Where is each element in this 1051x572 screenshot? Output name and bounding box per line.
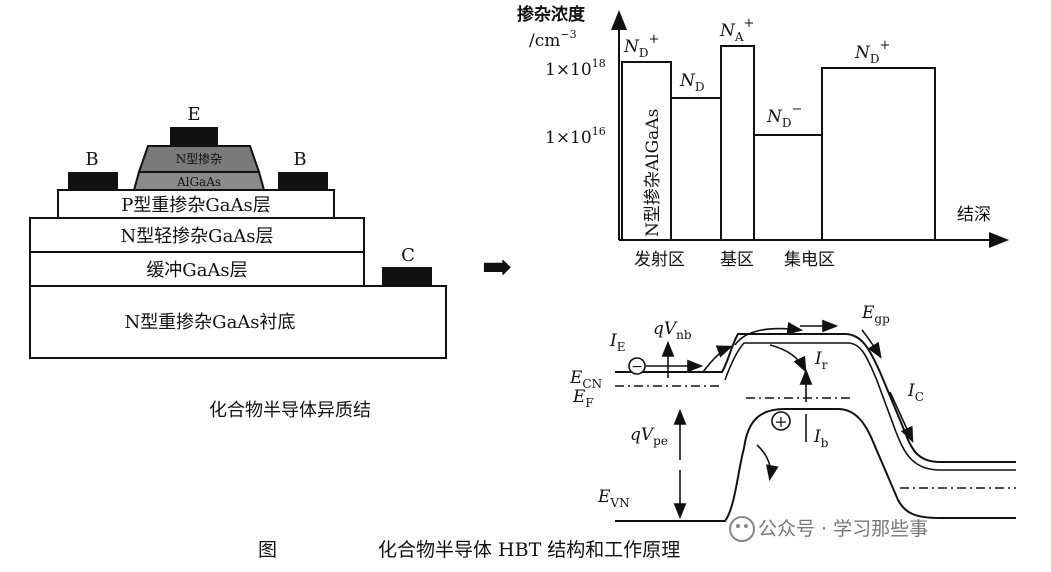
collector-drift-arrow: [889, 391, 914, 443]
doping-profile: [621, 45, 936, 240]
injection-arrow-2: [734, 321, 804, 346]
ecn-label: ECN: [569, 368, 602, 391]
hbt-structure: N型重掺杂GaAs衬底 缓冲GaAs层 N型轻掺杂GaAs层 P型重掺杂GaAs…: [29, 104, 447, 421]
electron-sign: −: [631, 359, 643, 375]
emitter-contact: [170, 127, 218, 146]
ir-label: Ir: [814, 349, 828, 372]
substrate-label: N型重掺杂GaAs衬底: [124, 312, 295, 333]
n-heavy-top-layer: [137, 145, 261, 173]
hole-back-injection-arrow: [756, 444, 779, 482]
tick-label-1e16: 1×1016: [545, 125, 606, 148]
ie-label: IE: [609, 331, 625, 354]
band-diagram: qVnb − IE ECN EF qVpe EVN Ir + Ib Egp: [569, 303, 1016, 522]
watermark-text: 公众号 · 学习那些事: [758, 518, 928, 540]
qvpe-label: qVpe: [630, 425, 668, 448]
tick-label-1e18: 1×1018: [545, 57, 606, 80]
label-nd-subemitter: ND: [679, 71, 705, 94]
label-nd-plus-emitter: ND+: [623, 32, 659, 60]
ib-label: Ib: [813, 427, 829, 450]
right-arrow-icon: ➡: [482, 247, 512, 288]
emitter-doping-label: N型掺杂AlGaAs: [643, 109, 663, 237]
hole-sign: +: [774, 412, 787, 431]
wechat-logo-icon: [729, 516, 755, 542]
doping-chart: 掺杂浓度 /cm−3 1×1018 1×1016 N型掺杂AlGaAs ND+ …: [517, 4, 1009, 270]
hole-icon: [771, 411, 791, 431]
algaas-label: AlGaAs: [176, 175, 221, 189]
base-contact-left-label: B: [85, 149, 98, 170]
structure-caption: 化合物半导体异质结: [209, 400, 371, 421]
figure-caption-title: 化合物半导体 HBT 结构和工作原理: [378, 539, 680, 561]
ic-label: IC: [907, 381, 924, 404]
qvnb-label: qVnb: [653, 319, 692, 342]
buffer-layer: [29, 251, 365, 287]
recombination-arrow: [769, 344, 807, 373]
collector-contact-label: C: [401, 245, 415, 266]
label-nd-minus-collector: ND−: [766, 102, 802, 130]
region-base: 基区: [720, 250, 754, 270]
watermark: 公众号 · 学习那些事: [729, 516, 928, 542]
region-collector: 集电区: [784, 250, 835, 270]
y-axis-title: 掺杂浓度: [517, 4, 586, 25]
label-nd-plus-subcollector: ND+: [854, 38, 890, 66]
x-axis-title: 结深: [957, 205, 991, 225]
n-heavy-top-label: N型掺杂: [176, 151, 223, 166]
valence-band: [615, 408, 1016, 522]
electron-icon: [628, 357, 646, 375]
injection-arrow-1: [702, 345, 733, 373]
substrate-layer: [29, 285, 447, 359]
n-light-label: N型轻掺杂GaAs层: [120, 226, 273, 247]
emitter-contact-label: E: [187, 104, 200, 125]
label-na-plus-base: NA+: [719, 16, 754, 44]
base-contact-right-label: B: [293, 149, 306, 170]
evn-label: EVN: [597, 487, 630, 510]
conduction-band-edge: [724, 342, 1016, 471]
base-contact-right: [278, 172, 328, 190]
region-emitter: 发射区: [634, 250, 685, 270]
collector-contact: [382, 267, 432, 286]
p-heavy-label: P型重掺杂GaAs层: [121, 195, 270, 216]
buffer-label: 缓冲GaAs层: [146, 260, 247, 281]
base-contact-left: [68, 172, 118, 190]
y-axis-unit: /cm−3: [529, 28, 577, 51]
egp-label: Egp: [861, 303, 890, 326]
p-heavy-layer: [57, 189, 335, 219]
egp-arrow: [861, 329, 882, 359]
figure-caption-prefix: 图: [258, 539, 277, 561]
ef-label: EF: [572, 387, 594, 410]
